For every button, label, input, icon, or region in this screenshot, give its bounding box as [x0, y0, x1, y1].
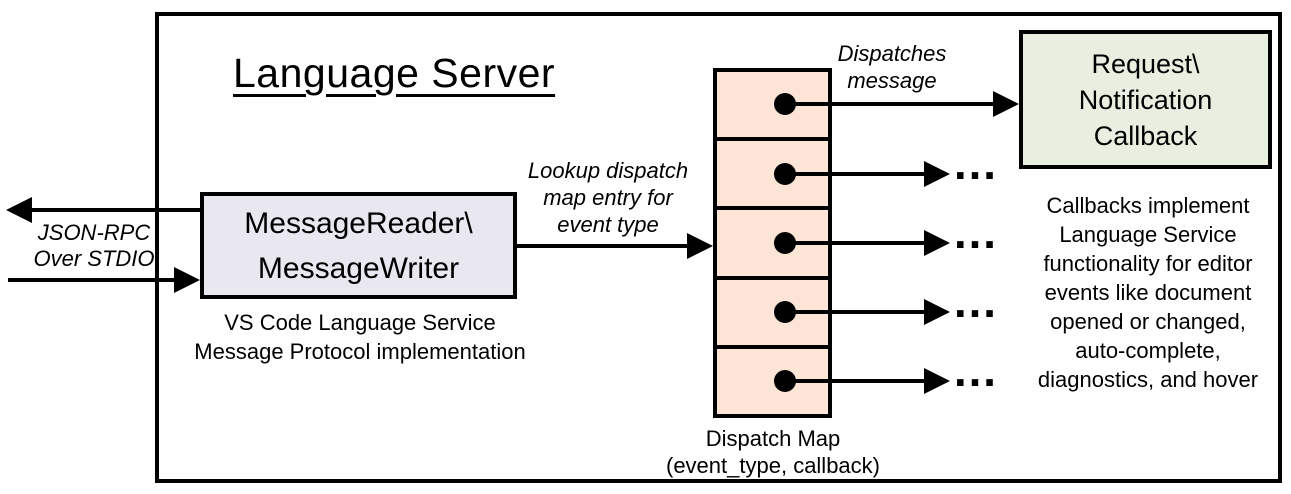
dispatch-arrowhead-icon [924, 230, 950, 256]
stdio-out-arrowhead-icon [6, 197, 32, 223]
dispatch-cell [717, 275, 828, 345]
stdio-in-arrowhead-icon [174, 267, 200, 293]
diagram-title: Language Server [233, 50, 556, 96]
dispatch-arrowhead-icon [924, 161, 950, 187]
lookup-arrow-line [517, 244, 689, 248]
ellipsis-icon: … [952, 275, 1000, 327]
reader-caption: VS Code Language Service Message Protoco… [194, 310, 526, 364]
dispatches-message-label: Dispatches message [837, 41, 947, 93]
dispatch-arrowhead-icon [924, 299, 950, 325]
map-entry-dot-icon [774, 232, 796, 254]
dispatch-cell [717, 206, 828, 275]
stdio-label: JSON-RPC Over STDIO [33, 220, 155, 271]
dispatch-arrow-line [786, 310, 926, 314]
dispatch-cell [717, 137, 828, 206]
map-entry-dot-icon [774, 301, 796, 323]
stdio-out-arrow-line [28, 208, 200, 212]
dispatch-arrow-line [786, 379, 926, 383]
dispatch-arrowhead-icon [993, 91, 1019, 117]
language-server-box [155, 12, 1282, 483]
message-reader-writer-box: MessageReader\ MessageWriter [200, 192, 517, 299]
ellipsis-icon: … [952, 137, 1000, 189]
callbacks-note: Callbacks implement Language Service fun… [1037, 193, 1259, 392]
map-entry-dot-icon [774, 370, 796, 392]
dispatch-cell [717, 344, 828, 414]
lookup-label: Lookup dispatch map entry for event type [527, 158, 689, 237]
map-entry-dot-icon [774, 93, 796, 115]
request-notification-callback-box: Request\ Notification Callback [1019, 30, 1272, 169]
dispatch-arrowhead-icon [924, 368, 950, 394]
dispatch-arrow-line [786, 241, 926, 245]
dispatch-arrow-line [786, 102, 995, 106]
stdio-in-arrow-line [8, 278, 176, 282]
dispatch-map-caption: Dispatch Map (event_type, callback) [666, 426, 880, 478]
lookup-arrowhead-icon [687, 233, 713, 259]
ellipsis-icon: … [952, 206, 1000, 258]
dispatch-arrow-line [786, 172, 926, 176]
ellipsis-icon: … [952, 344, 1000, 396]
map-entry-dot-icon [774, 163, 796, 185]
